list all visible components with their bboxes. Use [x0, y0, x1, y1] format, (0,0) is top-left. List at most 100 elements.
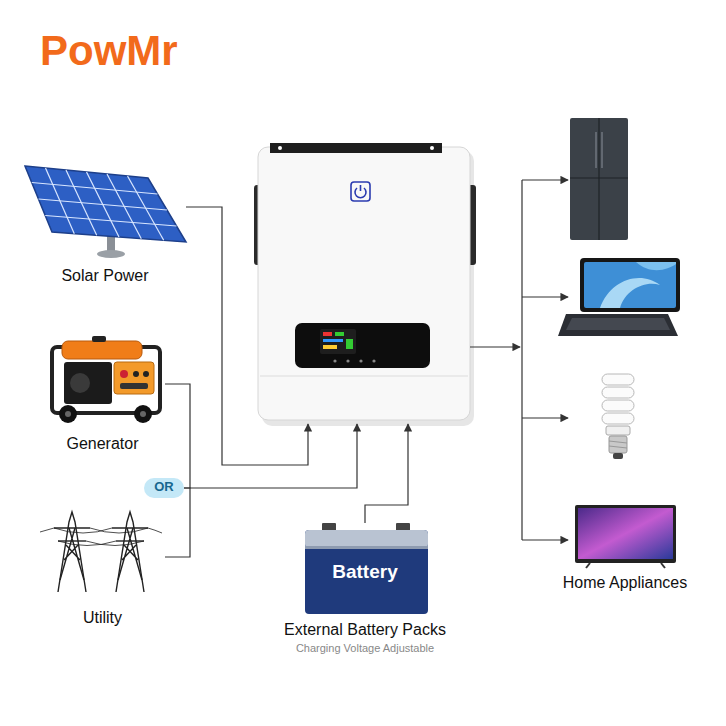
generator-icon-part [120, 383, 148, 389]
solar-panel-icon-part-part [66, 170, 97, 235]
solar-panel-icon-part [107, 236, 115, 252]
generator-icon-part [92, 336, 106, 342]
utility-tower-icon-part [60, 528, 84, 580]
inverter-unit-part [346, 359, 349, 362]
node-caption: External Battery Packs [284, 620, 446, 639]
battery-icon [305, 523, 428, 614]
light-bulb-icon-part [609, 441, 627, 443]
light-bulb-icon-part [602, 387, 634, 398]
tablet-icon-part [558, 314, 678, 336]
television-icon [575, 505, 676, 568]
light-bulb-icon-part [602, 413, 634, 424]
solar-panel-icon-part-part [87, 172, 120, 237]
generator-icon [52, 336, 160, 423]
light-bulb-icon-part [602, 400, 634, 411]
inverter-unit-part [333, 359, 336, 362]
refrigerator-icon-part [596, 132, 597, 168]
generator-icon-part [140, 411, 146, 417]
solar-panel-icon-part [25, 166, 186, 242]
generator-icon-part [114, 362, 154, 394]
light-bulb-icon-part [609, 436, 627, 453]
solar-panel-icon-part-part [128, 176, 164, 240]
source-label: Solar Power [15, 160, 195, 290]
node-label: Generator [66, 434, 138, 453]
generator-icon-part [120, 370, 128, 378]
utility-tower-icon-part [40, 528, 162, 533]
refrigerator-icon-part [570, 177, 628, 178]
refrigerator-icon-part [598, 118, 599, 240]
solar-panel-icon-part [97, 250, 125, 258]
television-icon-part [575, 505, 676, 563]
wire-part [190, 424, 357, 488]
inverter-unit-part [278, 146, 282, 150]
connector-line [165, 488, 190, 557]
wire-part [470, 346, 520, 347]
utility-tower-icon-part [112, 527, 148, 528]
television-icon-part [578, 508, 673, 559]
generator-icon-part [134, 405, 152, 423]
solar-panel-icon-part-part [107, 174, 141, 239]
tablet-icon-part [584, 262, 676, 308]
battery-icon-part [396, 523, 410, 531]
light-bulb-icon-part [602, 374, 634, 385]
brand-logo: PowMr [40, 28, 178, 74]
utility-tower-icon [40, 512, 162, 592]
utility-tower-icon-part [58, 512, 86, 592]
refrigerator-icon-part [570, 118, 628, 240]
inverter-unit-part [270, 143, 442, 153]
wire-part [522, 179, 568, 180]
inverter-unit-part [320, 329, 356, 354]
utility-tower-icon-part [54, 528, 148, 546]
generator-icon-part [143, 371, 149, 377]
tablet-icon-part [600, 278, 660, 308]
output-label: Home Appliances [545, 568, 705, 598]
tablet-icon [558, 258, 680, 336]
battery-block: BatteryExternal Battery PacksCharging Vo… [265, 520, 465, 660]
wire-part [522, 296, 568, 297]
utility-tower-icon-part [54, 527, 90, 528]
light-bulb-icon-part [606, 426, 630, 435]
wire-part [521, 180, 522, 540]
inverter-unit [254, 143, 476, 426]
inverter-unit-part [335, 332, 344, 336]
node-label: Utility [83, 608, 122, 627]
source-label: Generator [40, 335, 165, 457]
inverter-unit-part [258, 147, 470, 420]
inverter-unit-part [351, 182, 370, 201]
inverter-unit-part [359, 359, 362, 362]
tablet-icon-part [566, 318, 670, 330]
node-label: Solar Power [61, 266, 148, 285]
light-bulb-icon-part [609, 446, 627, 448]
inverter-unit-part [260, 376, 468, 377]
battery-icon-part [305, 530, 428, 614]
wire [186, 180, 568, 540]
node-label: Battery [332, 561, 397, 584]
generator-icon-part [133, 371, 139, 377]
utility-tower-icon-part [116, 512, 144, 592]
battery-icon-part [305, 546, 428, 549]
light-bulb-icon-part [613, 453, 623, 459]
battery-icon-part [322, 523, 336, 531]
wire-part [365, 424, 408, 523]
wire-part [522, 539, 568, 540]
inverter-unit-part [346, 339, 353, 349]
light-bulb-icon [602, 374, 634, 459]
utility-tower-icon-part [118, 528, 142, 580]
node-label: OR [154, 479, 174, 495]
generator-icon-part [70, 373, 90, 393]
refrigerator-icon-part [602, 132, 603, 168]
inverter-unit-part [323, 345, 337, 349]
inverter-unit-part [323, 332, 332, 336]
television-icon-part [661, 563, 665, 568]
generator-icon-part [65, 411, 71, 417]
node-label: Home Appliances [563, 573, 688, 592]
wire-part [186, 207, 308, 465]
inverter-unit-part [430, 146, 434, 150]
connector-line [165, 384, 190, 488]
generator-icon-part [64, 362, 112, 404]
battery-icon-part [305, 530, 428, 548]
or-badge: OR [144, 478, 184, 498]
source-label: Utility [40, 510, 165, 630]
wire-part [522, 417, 568, 418]
television-icon-part [586, 563, 590, 568]
